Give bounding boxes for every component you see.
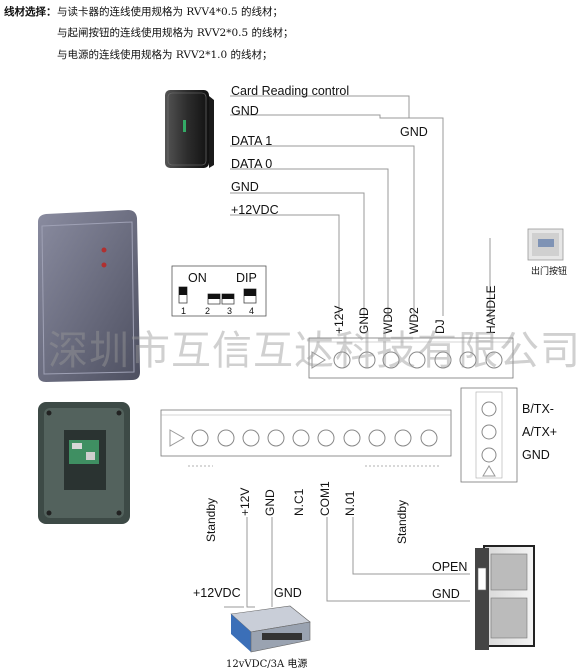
- door-gnd-label: GND: [432, 587, 460, 601]
- card-reader-image: [165, 90, 214, 168]
- side-terminal-block: [460, 387, 518, 483]
- controller-back-image: [38, 402, 130, 524]
- wire-spec-label: 线材选择：: [4, 6, 57, 18]
- label-data1: DATA 1: [231, 134, 273, 148]
- side-label-btx: B/TX-: [522, 402, 554, 416]
- power-gnd-label: GND: [274, 586, 302, 600]
- exit-button-image: [527, 228, 564, 261]
- wire-spec-line-power: 与电源的连线使用规格为 RVV2*1.0 的线材；: [57, 49, 273, 61]
- bottom-label-standby-right: Standby: [395, 499, 409, 544]
- wire-spec-line-reader: 与读卡器的连线使用规格为 RVV4*0.5 的线材；: [57, 6, 284, 18]
- exit-button-caption: 出门按钮: [531, 267, 568, 277]
- company-watermark: 深圳市互信互达科技有限公司: [48, 328, 581, 374]
- side-label-gnd: GND: [522, 448, 550, 462]
- bottom-terminal-block: [160, 409, 452, 467]
- door-open-label: OPEN: [432, 560, 468, 574]
- dip-number-4: 4: [249, 306, 255, 316]
- bottom-label-nc1: N.C1: [292, 488, 306, 516]
- label-reader-gnd-branch: GND: [400, 125, 428, 139]
- label-reader-gnd: GND: [231, 180, 259, 194]
- bottom-label-12v: +12V: [238, 487, 252, 516]
- label-reader-12vdc: +12VDC: [231, 203, 279, 217]
- power-supply-image: [230, 605, 311, 653]
- controller-front-image: [38, 210, 140, 382]
- label-card-reading-control: Card Reading control: [231, 84, 350, 98]
- bottom-label-gnd: GND: [263, 489, 277, 516]
- side-label-atx: A/TX+: [522, 425, 558, 439]
- bottom-label-com1: COM1: [318, 481, 332, 516]
- dip-number-1: 1: [181, 306, 187, 316]
- dip-on-label: ON: [188, 271, 207, 285]
- top-terminal-block: [308, 337, 514, 379]
- label-data0: DATA 0: [231, 157, 273, 171]
- power-supply-caption: 12vVDC/3A 电源: [226, 659, 308, 670]
- dip-title-label: DIP: [236, 271, 257, 285]
- bottom-label-standby-left: Standby: [204, 497, 218, 542]
- power-12vdc-label: +12VDC: [193, 586, 241, 600]
- wire-spec-line-button: 与起闸按钮的连线使用规格为 RVV2*0.5 的线材；: [57, 27, 294, 39]
- dip-switch-block: [171, 265, 267, 317]
- dip-number-3: 3: [227, 306, 233, 316]
- label-reader-gnd-top: GND: [231, 104, 259, 118]
- door-image: [475, 545, 535, 650]
- bottom-label-n01: N.01: [343, 490, 357, 516]
- dip-number-2: 2: [205, 306, 211, 316]
